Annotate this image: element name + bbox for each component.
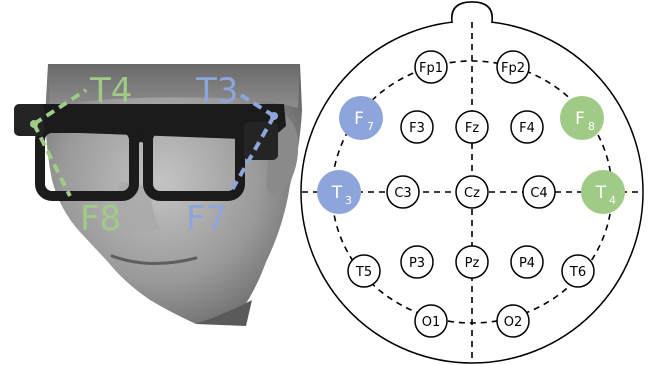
electrode-t3-marker	[317, 170, 361, 214]
electrode-f3-label: F3	[409, 121, 425, 136]
electrode-c4-label: C4	[530, 186, 547, 201]
electrode-pz: Pz	[455, 245, 489, 279]
electrode-fz: Fz	[455, 110, 489, 144]
electrode-t3-label: T	[331, 183, 343, 203]
electrode-t4-subscript: 4	[609, 194, 616, 207]
electrode-c4: C4	[522, 175, 556, 209]
electrode-o2: O2	[496, 304, 530, 338]
electrode-t5-marker	[347, 254, 381, 288]
electrode-fp2: Fp2	[496, 50, 530, 84]
electrode-t4-marker	[581, 170, 625, 214]
electrode-fp2-label: Fp2	[501, 61, 525, 76]
electrode-f4: F4	[510, 110, 544, 144]
f8-lead	[32, 123, 72, 197]
electrode-t6: T6	[561, 254, 595, 288]
electrode-pz-marker	[455, 245, 489, 279]
t4-lead	[32, 88, 88, 126]
electrode-p3-marker	[400, 245, 434, 279]
electrode-fp2-number: 2	[517, 61, 525, 76]
electrode-o2-label: O2	[504, 315, 523, 330]
electrode-f7-label: F	[354, 109, 364, 129]
electrode-o1-number: 1	[432, 315, 440, 330]
electrode-c4-marker	[522, 175, 556, 209]
electrode-fp1-number: 1	[435, 61, 443, 76]
head-photo: T4 T3 F8 F7	[14, 64, 302, 326]
electrode-o1-label: O1	[422, 315, 441, 330]
electrode-fp2-marker	[496, 50, 530, 84]
electrode-f4-marker	[510, 110, 544, 144]
electrode-p4: P4	[510, 245, 544, 279]
eeg-glasses	[14, 104, 286, 201]
photo-label-f7: F7	[186, 199, 227, 239]
nose-bump-edge	[451, 1, 493, 23]
electrode-p3-label: P3	[409, 256, 425, 271]
electrode-o1: O1	[414, 304, 448, 338]
electrode-c3-label: C3	[394, 186, 411, 201]
electrode-fp1-marker	[414, 50, 448, 84]
electrode-t3-subscript: 3	[345, 194, 352, 207]
neck-shape	[196, 300, 252, 326]
photo-label-t4: T4	[89, 71, 132, 111]
electrode-fz-marker	[455, 110, 489, 144]
f8-t4-electrode-dot	[30, 120, 38, 128]
electrode-f8-subscript: 8	[588, 120, 595, 133]
electrode-t5: T5	[347, 254, 381, 288]
electrode-fp1: Fp1	[414, 50, 448, 84]
electrode-t4-label: T	[595, 183, 607, 203]
electrode-pz-label: Pz	[465, 256, 480, 271]
electrode-t6-label: T6	[569, 265, 586, 280]
electrode-f7-marker	[339, 96, 383, 140]
electrode-p4-label: P4	[519, 256, 535, 271]
mouth-shape	[110, 254, 198, 265]
electrode-t6-marker	[561, 254, 595, 288]
t3-lead	[234, 90, 276, 118]
hair-shape	[48, 64, 300, 108]
glasses-left-lens-frame	[143, 123, 245, 201]
electrode-p4-marker	[510, 245, 544, 279]
electrode-t5-label: T5	[355, 265, 372, 280]
electrode-o1-marker	[414, 304, 448, 338]
glasses-bridge	[130, 134, 152, 145]
electrode-cz-label: Cz	[464, 186, 480, 201]
electrode-p3: P3	[400, 245, 434, 279]
electrode-cz: Cz	[455, 175, 489, 209]
photo-label-f8: F8	[80, 199, 121, 239]
electrode-f3-marker	[400, 110, 434, 144]
electrode-cz-marker	[455, 175, 489, 209]
electrode-o2-marker	[496, 304, 530, 338]
electrode-fz-label: Fz	[465, 121, 479, 136]
electrode-o2-number: 2	[514, 315, 522, 330]
electrode-f8-label: F	[575, 109, 585, 129]
electrode-fp1-label: Fp1	[419, 61, 443, 76]
glasses-side-module	[244, 122, 278, 160]
electrode-f8-marker	[560, 96, 604, 140]
electrode-f7-subscript: 7	[367, 120, 374, 133]
glasses-right-lens-frame	[35, 123, 139, 201]
electrode-c3: C3	[386, 175, 420, 209]
f7-t3-electrode-dot	[270, 112, 278, 120]
photo-label-t3: T3	[195, 71, 238, 111]
electrode-f4-label: F4	[519, 121, 535, 136]
electrode-c3-marker	[386, 175, 420, 209]
electrode-f3: F3	[400, 110, 434, 144]
